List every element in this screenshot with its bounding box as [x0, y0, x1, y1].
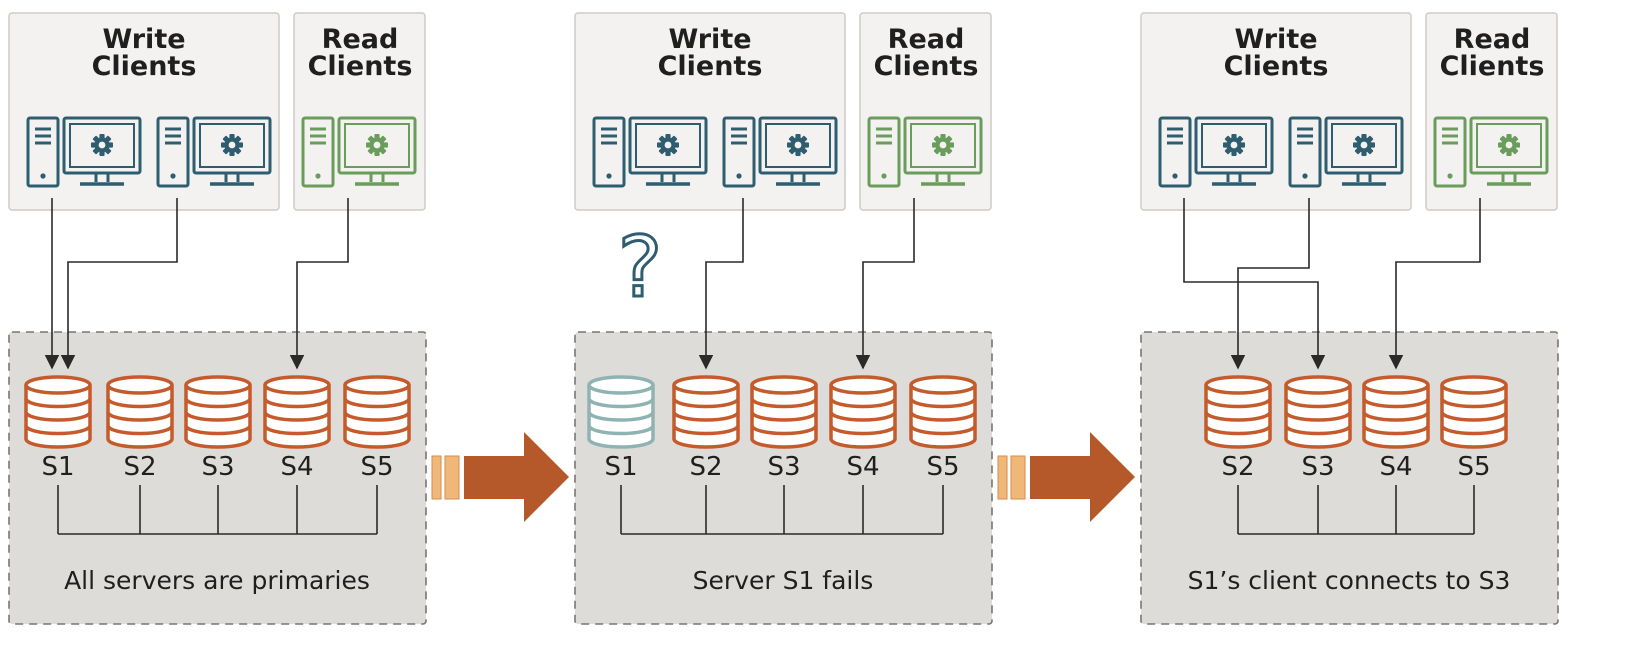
- server-s1-label: S1: [41, 452, 74, 482]
- server-s4-label: S4: [280, 452, 313, 482]
- server-interconnect-bus: [620, 485, 944, 535]
- server-s4-label: S4: [1379, 452, 1412, 482]
- server-s5-label: S5: [1457, 452, 1490, 482]
- server-s4-database-icon: [263, 375, 331, 449]
- server-s2-label: S2: [123, 452, 156, 482]
- connection-arrow-2: [60, 198, 178, 370]
- server-s4-database-icon: [829, 375, 897, 449]
- read-clients-box: [293, 12, 426, 211]
- server-s3-database-icon: [750, 375, 818, 449]
- read-clients-box: [1425, 12, 1558, 211]
- server-s4-database-icon: [1362, 375, 1430, 449]
- server-s2-database-icon: [106, 375, 174, 449]
- server-s3-label: S3: [1301, 452, 1334, 482]
- server-interconnect-bus: [57, 485, 378, 535]
- panel-caption: S1’s client connects to S3: [1188, 566, 1511, 595]
- connection-arrow-3: [1388, 198, 1481, 370]
- server-s3-label: S3: [201, 452, 234, 482]
- panel-caption: All servers are primaries: [64, 566, 370, 595]
- server-s5-label: S5: [926, 452, 959, 482]
- server-s4-label: S4: [846, 452, 879, 482]
- write-clients-box: [8, 12, 280, 211]
- server-s2-label: S2: [1221, 452, 1254, 482]
- question-mark-icon: ?: [618, 218, 663, 316]
- server-s3-label: S3: [767, 452, 800, 482]
- server-interconnect-bus: [1237, 485, 1475, 535]
- panel-caption: Server S1 fails: [693, 566, 874, 595]
- write-clients-box: [574, 12, 846, 211]
- server-s2-database-icon: [672, 375, 740, 449]
- write-clients-box: [1140, 12, 1412, 211]
- server-s1-database-icon: [24, 375, 92, 449]
- server-s3-database-icon: [1284, 375, 1352, 449]
- transition-arrow-2: [997, 432, 1135, 522]
- read-clients-box: [859, 12, 992, 211]
- server-s5-database-icon: [909, 375, 977, 449]
- connection-arrow-2: [855, 198, 915, 370]
- connection-arrow-1: [698, 198, 744, 370]
- server-s2-database-icon: [1204, 375, 1272, 449]
- server-s5-label: S5: [360, 452, 393, 482]
- connection-arrow-1: [1183, 198, 1326, 370]
- server-s2-label: S2: [689, 452, 722, 482]
- transition-arrow-1: [431, 432, 569, 522]
- server-s1-database-icon: [587, 375, 655, 449]
- connection-arrow-3: [289, 198, 349, 370]
- server-s3-database-icon: [184, 375, 252, 449]
- server-s5-database-icon: [343, 375, 411, 449]
- transitions-layer: [431, 432, 1135, 522]
- server-s1-label: S1: [604, 452, 637, 482]
- connection-arrow-2: [1230, 198, 1310, 370]
- server-s5-database-icon: [1440, 375, 1508, 449]
